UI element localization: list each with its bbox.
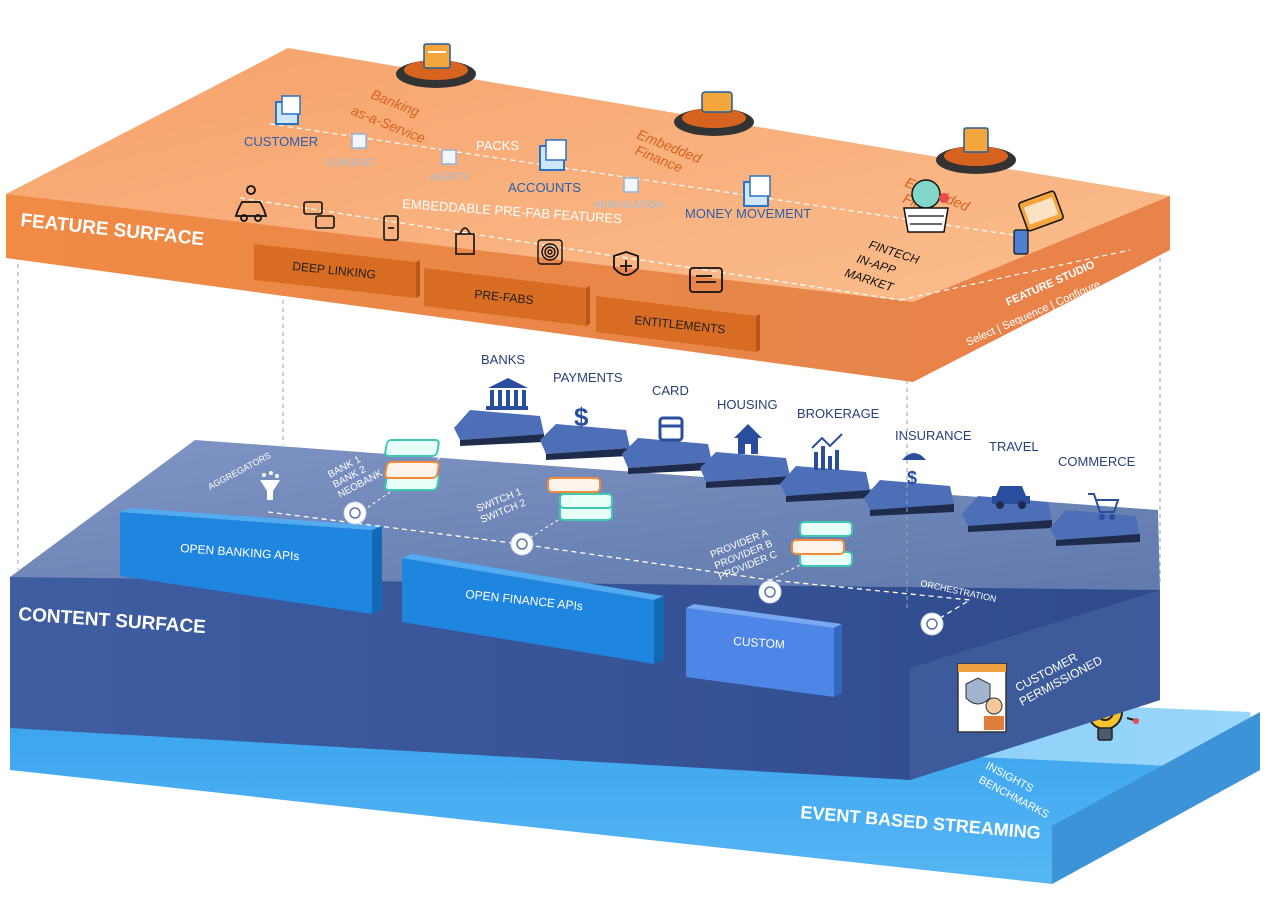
feature-studio-icon [1013, 190, 1064, 255]
umbrella-icon: $ [902, 453, 926, 488]
packs-guide-line [269, 123, 1021, 237]
features-guide-line [239, 197, 901, 301]
switch-cards-stack-icon [547, 477, 613, 521]
shopping-cart-icon [1088, 493, 1120, 520]
customer-pack-label: CUSTOMER [244, 134, 318, 149]
cube-icon [743, 175, 771, 207]
brokerage-label: BROKERAGE [797, 406, 880, 421]
fintech-market-icon [903, 179, 949, 233]
banks-platform: BANKS [454, 352, 544, 446]
event-layer-side [1052, 712, 1260, 884]
pre-fabs-block: PRE-FABS [424, 268, 590, 326]
content-layer-front [10, 577, 1160, 780]
health-shield-icon [613, 251, 639, 276]
payments-platform: $ PAYMENTS [540, 370, 630, 460]
feature-layer: FEATURE SURFACE DEEP LINKING PRE-FABS EN… [6, 43, 1170, 382]
money-movement-pack-label: MONEY MOVEMENT [685, 206, 811, 221]
node-icon [343, 501, 367, 525]
card-platform: CARD [622, 383, 712, 474]
travel-label: TRAVEL [989, 439, 1039, 454]
studio-guide-line [899, 249, 1131, 301]
bank-icon [486, 378, 528, 410]
node-icon [758, 580, 782, 604]
open-banking-apis-block: OPEN BANKING APIs [120, 508, 382, 614]
svg-text:$: $ [907, 468, 917, 488]
shopping-bag-icon [455, 227, 475, 255]
pre-fabs-label: PRE-FABS [474, 287, 534, 307]
car-location-icon [234, 185, 268, 222]
insurance-platform: $ INSURANCE [864, 428, 972, 516]
housing-platform: HOUSING [700, 397, 790, 488]
baas-pedestal-icon [396, 43, 476, 88]
consent-pack-label: CONSENT [326, 158, 375, 169]
event-layer-front [10, 712, 1260, 884]
cube-icon [539, 139, 567, 171]
car-icon [992, 486, 1030, 509]
embedded-finance-pedestal-icon [674, 91, 754, 136]
dollar-icon: $ [574, 402, 589, 432]
embedded-fintech-pedestal-icon [936, 127, 1016, 174]
chart-icon [811, 433, 843, 470]
fingerprint-icon [537, 239, 563, 265]
brokerage-platform: BROKERAGE [780, 406, 880, 502]
feature-layer-side [913, 196, 1170, 382]
node-icon [510, 532, 534, 556]
insurance-label: INSURANCE [895, 428, 972, 443]
bank-cards-stack-icon [384, 439, 440, 491]
commerce-label: COMMERCE [1058, 454, 1136, 469]
credit-card-icon [658, 416, 684, 442]
chat-icon [303, 201, 335, 229]
provider-cards-stack-icon [791, 521, 853, 567]
id-card-icon [689, 267, 723, 293]
accounts-pack-label: ACCOUNTS [508, 180, 581, 195]
packs-label: PACKS [476, 138, 519, 153]
open-finance-apis-block: OPEN FINANCE APIs [402, 554, 664, 664]
cube-icon [441, 149, 457, 165]
mobile-payment-icon [383, 215, 399, 241]
category-platforms: BANKS $ PAYMENTS CARD HOUSING BROKERAGE [454, 352, 1140, 546]
housing-label: HOUSING [717, 397, 778, 412]
commerce-platform: COMMERCE [1050, 454, 1140, 546]
entitlements-block: ENTITLEMENTS [596, 296, 760, 352]
travel-platform: TRAVEL [962, 439, 1052, 532]
customer-permissioned-icon [957, 663, 1007, 733]
node-icon [920, 612, 944, 636]
cube-icon [351, 133, 367, 149]
content-layer: CONTENT SURFACE OPEN BANKING APIs OPEN F… [10, 439, 1160, 780]
funnel-icon [260, 471, 280, 500]
banks-label: BANKS [481, 352, 525, 367]
card-label: CARD [652, 383, 689, 398]
deep-linking-block: DEEP LINKING [254, 244, 420, 298]
verification-pack-label: VERIFICATION [594, 200, 663, 211]
payments-label: PAYMENTS [553, 370, 623, 385]
cube-icon [275, 95, 301, 125]
custom-block: CUSTOM [686, 604, 842, 697]
cube-icon [623, 177, 639, 193]
alerts-pack-label: ALERTS [430, 172, 469, 183]
house-icon [734, 424, 762, 454]
custom-label: CUSTOM [733, 634, 786, 652]
